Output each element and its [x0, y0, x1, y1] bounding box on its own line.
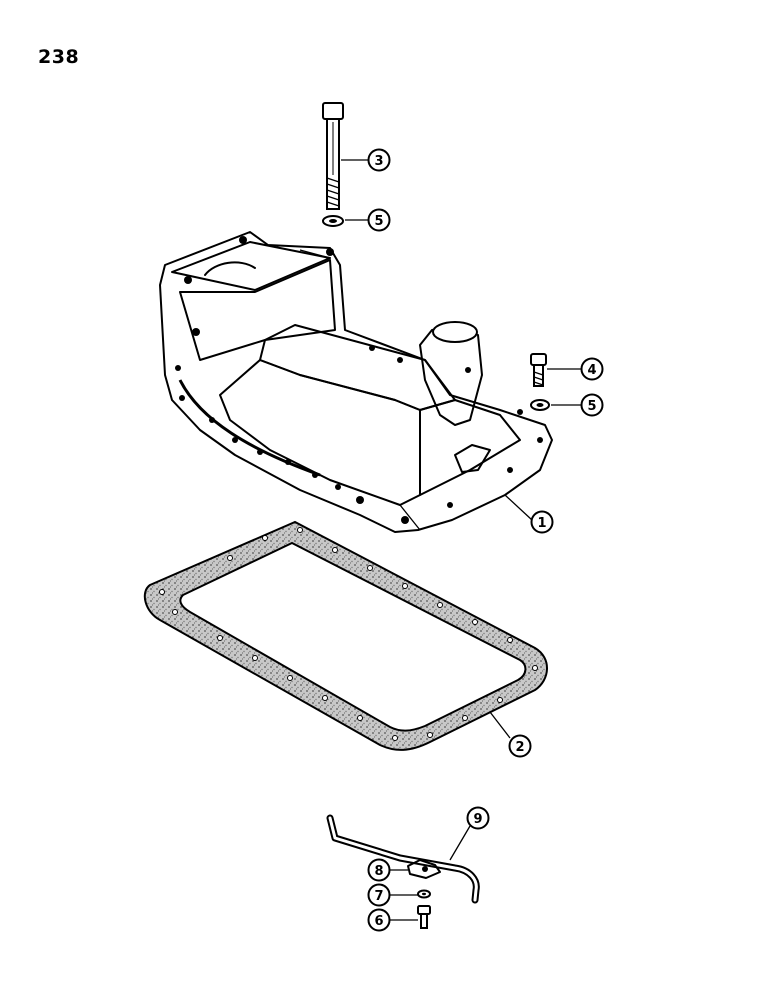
lock-washer-top	[322, 215, 344, 227]
svg-text:1: 1	[537, 516, 546, 531]
svg-text:3: 3	[374, 154, 383, 169]
callout-3: 3	[367, 148, 391, 172]
svg-text:9: 9	[473, 812, 482, 827]
callout-5-top: 5	[367, 208, 391, 232]
tube	[326, 814, 480, 904]
svg-text:8: 8	[374, 864, 383, 879]
svg-text:4: 4	[587, 363, 596, 378]
washer-small	[417, 889, 431, 899]
long-bolt	[322, 102, 344, 210]
svg-text:6: 6	[374, 914, 383, 929]
svg-text:7: 7	[374, 889, 383, 904]
callout-8: 8	[367, 858, 391, 882]
cap-screw	[530, 353, 547, 387]
callout-6: 6	[367, 908, 391, 932]
callout-4: 4	[580, 357, 604, 381]
callout-9: 9	[466, 806, 490, 830]
callout-7: 7	[367, 883, 391, 907]
callout-1: 1	[530, 510, 554, 534]
clip	[407, 859, 441, 879]
page-number: 238	[38, 46, 80, 68]
lock-washer-right	[530, 399, 550, 411]
gasket	[143, 520, 548, 751]
housing-pan	[159, 231, 553, 533]
leader-lines	[341, 159, 581, 921]
screw-small	[417, 905, 431, 929]
callout-5-right: 5	[580, 393, 604, 417]
svg-text:5: 5	[587, 399, 596, 414]
svg-text:5: 5	[374, 214, 383, 229]
callout-2: 2	[508, 734, 532, 758]
svg-text:2: 2	[515, 740, 524, 755]
